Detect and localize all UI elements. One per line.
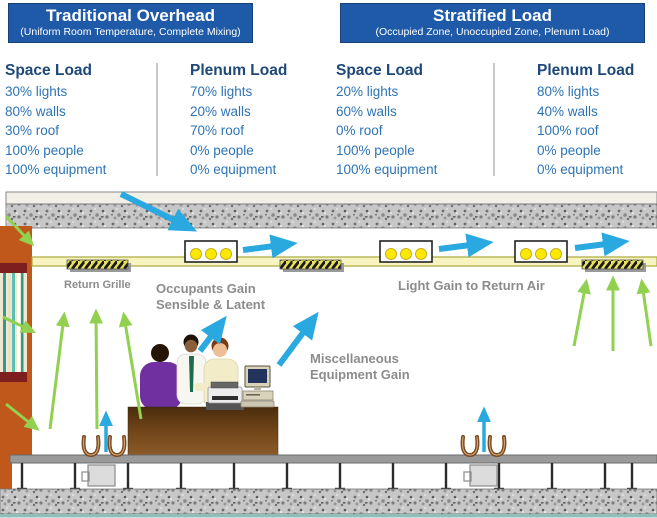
person-face [213, 343, 227, 357]
rising-plume-arrow [89, 308, 103, 430]
raised-floor-panel [9, 454, 657, 464]
window-gain-arrow [2, 315, 37, 333]
floor-pedestals [17, 463, 637, 490]
underfloor-fan-unit [81, 464, 116, 487]
load-item: 80% walls [5, 103, 66, 119]
load-item: 30% lights [5, 84, 68, 99]
lamp-icon [415, 248, 427, 260]
return-grille-label: Return Grille [64, 279, 131, 291]
lamp-icon [190, 248, 202, 260]
lamp-icon [400, 248, 412, 260]
suspended-ceiling [31, 256, 657, 267]
rising-plume-arrow [572, 278, 591, 347]
floor-concrete-slab [0, 488, 657, 515]
stratified-plenum-load-column: Plenum Load 80% lights 40% walls 100% ro… [537, 60, 634, 180]
stratified-subtitle: (Occupied Zone, Unoccupied Zone, Plenum … [375, 26, 610, 38]
heat-gain-arrows [2, 214, 653, 431]
occupant-gain-arrow [197, 315, 227, 353]
load-item: 100% equipment [336, 162, 438, 177]
load-item: 0% equipment [537, 162, 624, 177]
lamp-icon [520, 248, 532, 260]
load-item: 20% walls [190, 103, 251, 119]
rising-plume-arrow [636, 278, 653, 347]
column-header: Plenum Load [537, 62, 635, 79]
light-gain-label: Light Gain to Return Air [398, 278, 545, 293]
light-fixture [379, 240, 433, 263]
printer [206, 381, 244, 410]
roof-concrete-slab [5, 203, 657, 229]
keyboard [240, 400, 275, 408]
load-item: 100% people [336, 142, 415, 158]
load-item: 20% lights [336, 84, 399, 99]
load-item: 100% equipment [5, 162, 107, 177]
desktop-computer [240, 365, 275, 408]
traditional-title: Traditional Overhead [45, 6, 216, 25]
load-item: 0% equipment [190, 162, 277, 177]
stratified-load-header: Stratified Load (Occupied Zone, Unoccupi… [340, 3, 645, 43]
load-item: 30% roof [5, 123, 60, 138]
traditional-subtitle: (Uniform Room Temperature, Complete Mixi… [20, 26, 241, 38]
person-tie [189, 356, 194, 392]
traditional-plenum-load-column: Plenum Load 70% lights 20% walls 70% roo… [190, 60, 287, 180]
equipment-gain-arrow [276, 311, 319, 367]
floor-diffuser-horseshoes [81, 435, 507, 458]
load-item: 100% roof [537, 123, 599, 138]
misc-equipment-label-line2: Equipment Gain [310, 367, 410, 382]
underfloor-fan-unit [463, 464, 498, 487]
building-cross-section: Return Grille Occupants Gain Sensible & … [0, 191, 657, 518]
lamp-icon [550, 248, 562, 260]
load-item: 70% roof [190, 123, 245, 138]
column-header: Space Load [5, 62, 92, 79]
person-purple-shirt [140, 362, 182, 410]
stratified-title: Stratified Load [432, 6, 552, 25]
column-divider [493, 63, 495, 176]
column-header: Plenum Load [190, 62, 288, 79]
misc-equipment-label-line1: Miscellaneous [310, 351, 399, 366]
column-divider [156, 63, 158, 176]
wall-gain-arrow [4, 214, 35, 247]
load-item: 60% walls [336, 103, 397, 119]
light-fixture [184, 240, 238, 263]
return-grille [66, 259, 131, 272]
traditional-overhead-header: Traditional Overhead (Uniform Room Tempe… [8, 3, 253, 43]
plenum-flow-arrow [242, 234, 298, 259]
load-item: 70% lights [190, 84, 253, 99]
rising-plume-arrow [48, 311, 70, 430]
wall-gain-arrow [5, 402, 40, 431]
light-fixture [514, 240, 568, 263]
rising-plume-arrow [118, 311, 143, 420]
person-head [151, 344, 169, 362]
traditional-space-load-column: Space Load 30% lights 80% walls 30% roof… [5, 60, 106, 180]
load-item: 100% people [5, 142, 84, 158]
return-grille [279, 259, 344, 272]
lamp-icon [220, 248, 232, 260]
lamp-icon [205, 248, 217, 260]
lamp-icon [535, 248, 547, 260]
load-item: 0% people [190, 142, 254, 158]
load-item: 80% lights [537, 84, 600, 99]
desk [127, 406, 279, 456]
plenum-flow-arrow [574, 232, 630, 257]
load-item: 0% roof [336, 123, 383, 138]
lamp-icon [385, 248, 397, 260]
roof-deck-band [5, 191, 657, 205]
load-item: 40% walls [537, 103, 598, 119]
plenum-inflow-arrow [119, 191, 197, 232]
monitor-screen [248, 369, 267, 383]
occupants-gain-label-line1: Occupants Gain [156, 281, 256, 296]
plenum-flow-arrow [438, 233, 494, 258]
column-header: Space Load [336, 62, 423, 79]
return-grille [581, 259, 646, 272]
stratified-space-load-column: Space Load 20% lights 60% walls 0% roof … [336, 60, 437, 180]
floor-base-line [0, 514, 657, 518]
load-item: 0% people [537, 142, 601, 158]
occupants-gain-label-line2: Sensible & Latent [156, 297, 266, 312]
person-face [184, 339, 198, 353]
airflow-arrows [99, 191, 630, 452]
